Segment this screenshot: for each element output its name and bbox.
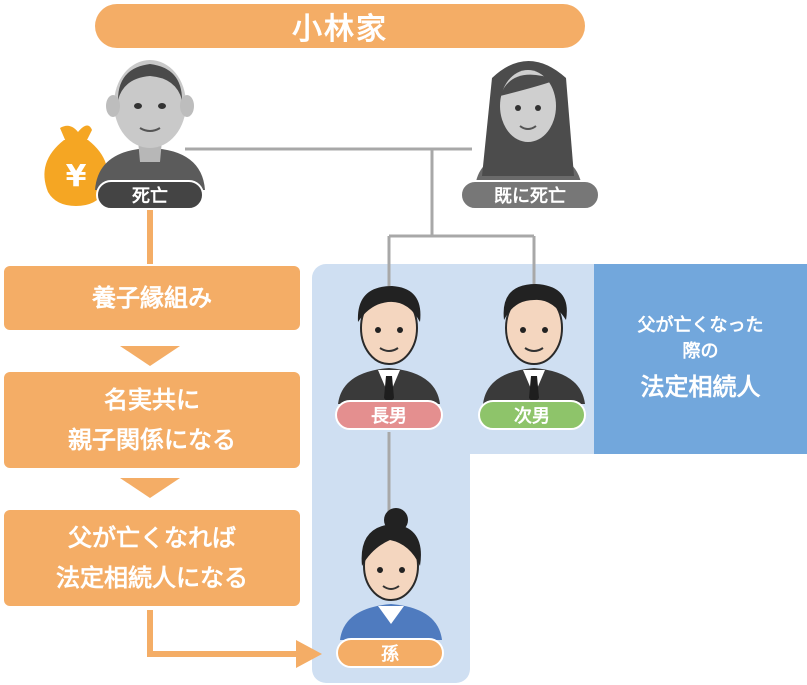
step-heir: 父が亡くなれば 法定相続人になる: [4, 510, 300, 606]
step-arrow-1: [120, 346, 180, 366]
yen-symbol: ¥: [66, 159, 87, 194]
money-bag-icon: ¥: [44, 125, 108, 206]
mother-status-badge: 既に死亡: [460, 180, 600, 210]
step-adoption: 養子縁組み: [4, 266, 300, 330]
grandchild-icon: [340, 508, 442, 640]
mother-icon: [475, 61, 582, 188]
second-son-icon: [483, 284, 585, 404]
step-arrow-2: [120, 478, 180, 498]
step3-line1: 父が亡くなれば: [68, 524, 236, 552]
family-title: 小林家: [95, 4, 585, 48]
result-arrow-line: [147, 610, 300, 657]
heir-explanation-box: 父が亡くなった 際の 法定相続人: [594, 264, 807, 454]
eldest-son-label: 長男: [335, 400, 443, 430]
step2-line2: 親子関係になる: [68, 426, 236, 454]
grandchild-label: 孫: [336, 638, 444, 668]
heir-box-line3: 法定相続人: [640, 373, 761, 401]
step3-line2: 法定相続人になる: [56, 564, 248, 592]
step2-line1: 名実共に: [104, 386, 200, 414]
father-status-badge: 死亡: [96, 180, 204, 210]
eldest-son-icon: [338, 286, 440, 404]
step1-text: 養子縁組み: [92, 284, 212, 312]
second-son-label: 次男: [478, 400, 586, 430]
heir-box-line1: 父が亡くなった: [637, 315, 764, 336]
step-parent-child: 名実共に 親子関係になる: [4, 372, 300, 468]
result-arrow-head: [296, 640, 322, 668]
father-icon: [95, 60, 205, 190]
heir-box-line2: 際の: [682, 341, 719, 362]
